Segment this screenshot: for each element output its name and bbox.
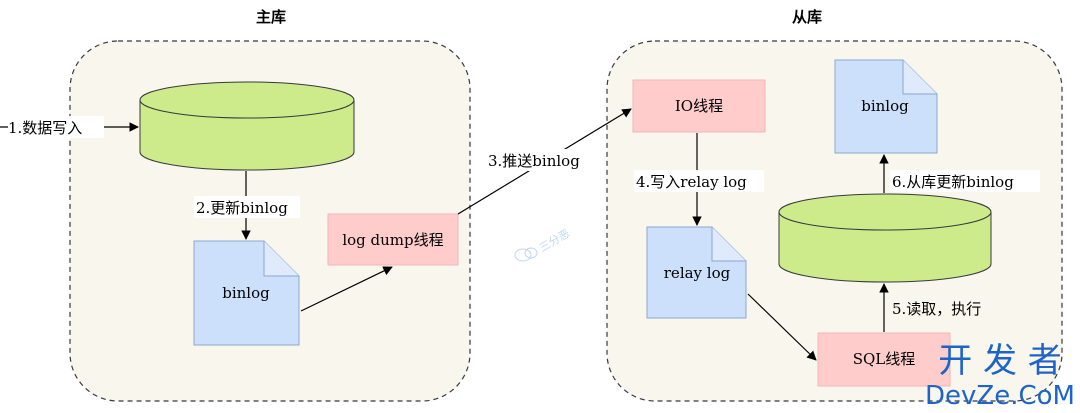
log-dump-thread-box bbox=[327, 213, 459, 266]
step6-label: 6.从库更新binlog bbox=[892, 173, 1014, 191]
step4-label: 4.写入relay log bbox=[636, 173, 747, 191]
arrow-relay-to-sql bbox=[747, 293, 817, 361]
master-title: 主库 bbox=[256, 8, 286, 26]
slave-database bbox=[778, 193, 992, 283]
master-database bbox=[139, 81, 355, 171]
master-binlog-document bbox=[193, 240, 300, 346]
brand-watermark-cn: 开 发 者 bbox=[938, 341, 1062, 381]
relay-log-document bbox=[646, 226, 747, 319]
relay-log-label: relay log bbox=[664, 264, 731, 282]
master-binlog-label: binlog bbox=[222, 284, 270, 302]
arrow-binlog-to-dump bbox=[300, 266, 393, 312]
slave-binlog-document bbox=[834, 59, 938, 154]
step3-label: 3.推送binlog bbox=[488, 152, 580, 170]
io-thread-label: IO线程 bbox=[675, 97, 723, 115]
faint-watermark-text: 三分恶 bbox=[537, 227, 572, 255]
log-dump-thread-label: log dump线程 bbox=[342, 231, 443, 249]
faint-watermark: 三分恶 bbox=[514, 227, 572, 262]
slave-title: 从库 bbox=[792, 8, 822, 26]
step1-label: 1.数据写入 bbox=[8, 119, 82, 137]
brand-watermark-en: DevZe.CoM bbox=[925, 381, 1075, 411]
slave-binlog-label: binlog bbox=[861, 97, 909, 115]
io-thread-box bbox=[632, 79, 766, 133]
sql-thread-label: SQL线程 bbox=[853, 350, 916, 368]
step5-label: 5.读取，执行 bbox=[892, 300, 981, 318]
step2-label: 2.更新binlog bbox=[196, 199, 288, 217]
sql-thread-box bbox=[817, 332, 951, 387]
